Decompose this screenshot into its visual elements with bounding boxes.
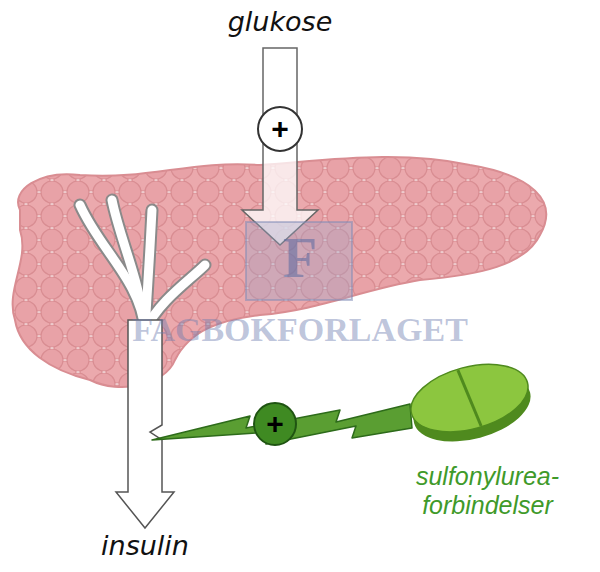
sulfonylurea-tablet bbox=[404, 353, 539, 454]
watermark-logo-letter: F bbox=[270, 226, 330, 290]
watermark-text: FAGBOKFORLAGET bbox=[130, 310, 470, 349]
glucose-arrow bbox=[242, 48, 318, 245]
insulin-arrow bbox=[116, 320, 174, 528]
plus-sign: + bbox=[266, 409, 284, 439]
substance-label: glukose bbox=[180, 6, 380, 37]
plus-circle: + bbox=[257, 106, 303, 152]
hormone-label: insulin bbox=[85, 530, 205, 561]
plus-circle: + bbox=[253, 402, 297, 446]
pancreatic-duct bbox=[80, 200, 205, 330]
plus-sign: + bbox=[271, 114, 289, 144]
drug-label: sulfonylurea- forbindelser bbox=[385, 462, 590, 520]
watermark-logo bbox=[246, 222, 352, 300]
lightning-bolt bbox=[152, 404, 412, 444]
